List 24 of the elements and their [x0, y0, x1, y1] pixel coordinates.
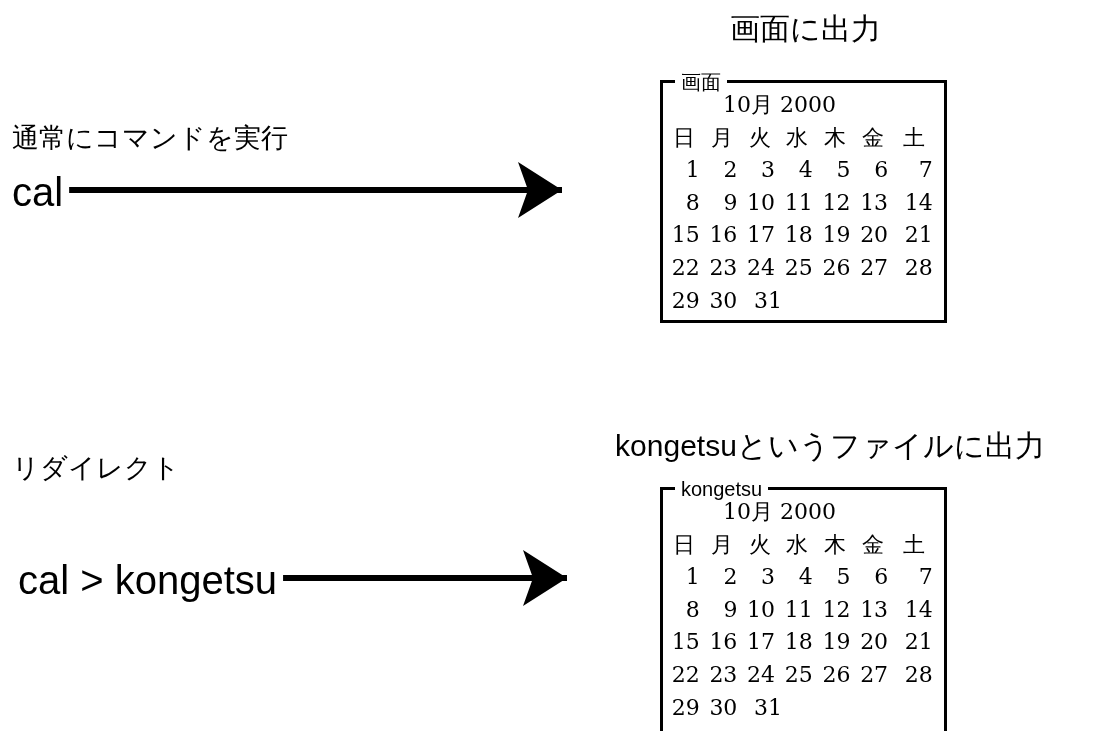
caption-text: リダイレクト	[12, 455, 180, 482]
calendar-row-text: 22 23 24 25 26 27 28	[670, 257, 933, 279]
heading: 画面に出力	[729, 14, 881, 44]
calendar-row-text: 1 2 3 4 5 6 7	[684, 159, 933, 182]
calendar-row-text: 29 30 31	[670, 289, 783, 312]
command-text: cal > kongetsu	[18, 560, 278, 600]
calendar-row-text: 15 16 17 18 19 20 21	[670, 224, 933, 247]
month-title: 10月 2000	[723, 94, 836, 116]
month-title: 10月 2000	[723, 501, 836, 523]
calendar-row-text: 1 2 3 4 5 6 7	[684, 566, 933, 589]
heading: kongetsuというファイルに出力	[615, 431, 1045, 461]
box-label: 画面	[675, 72, 727, 92]
calendar-row-text: 日 月 火 水 木 金 土	[672, 533, 926, 556]
arrow	[69, 162, 562, 218]
command-text: cal	[12, 172, 64, 212]
calendar-row-text: 15 16 17 18 19 20 21	[670, 631, 933, 654]
calendar-row-text: 8 9 10 11 12 13 14	[684, 191, 933, 214]
calendar-row-text: 日 月 火 水 木 金 土	[672, 126, 926, 149]
arrow	[283, 550, 567, 606]
calendar-row-text: 22 23 24 25 26 27 28	[670, 664, 933, 686]
caption-text: 通常にコマンドを実行	[12, 125, 288, 152]
box-label: kongetsu	[675, 479, 769, 499]
calendar-row-text: 29 30 31	[670, 696, 783, 719]
calendar-row-text: 8 9 10 11 12 13 14	[684, 598, 933, 621]
